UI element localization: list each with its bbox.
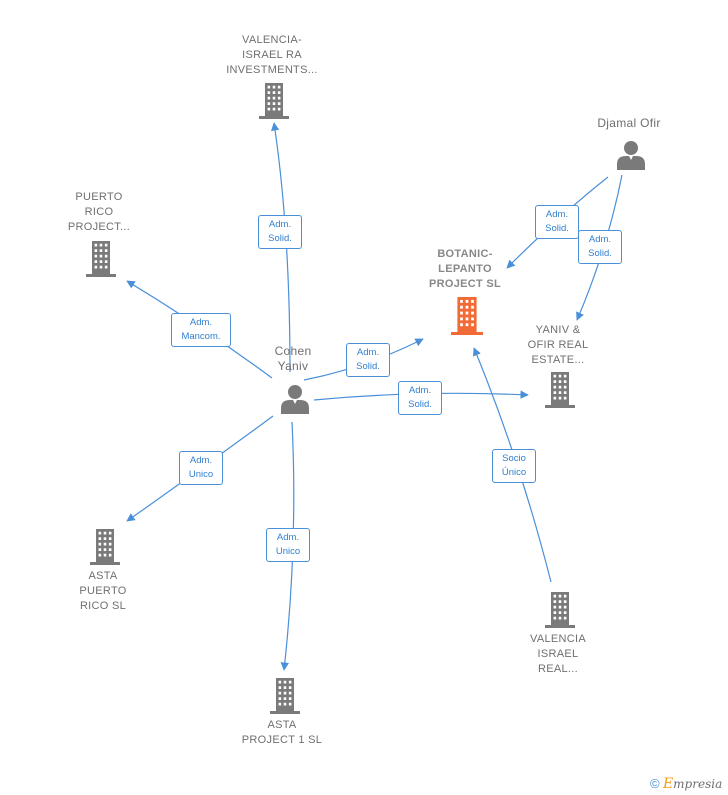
node-label-valencia-israel-ra: VALENCIA- ISRAEL RA INVESTMENTS... (226, 34, 318, 76)
edge-label-cohen-asta-project[interactable]: Adm. Unico (266, 528, 310, 562)
building-icon (86, 241, 116, 277)
edge-label-cohen-puerto-rico[interactable]: Adm. Mancom. (171, 313, 231, 347)
node-label-asta-project: ASTA PROJECT 1 SL (241, 719, 323, 746)
building-icon (259, 83, 289, 119)
edge-label-cohen-asta-puerto[interactable]: Adm. Unico (179, 451, 223, 485)
edge-label-djamal-yaniv-ofir[interactable]: Adm. Solid. (578, 230, 622, 264)
empresia-logo: © Empresia (650, 776, 722, 792)
person-icon (617, 141, 645, 170)
edge-label-valencia-real-botanic[interactable]: Socio Único (492, 449, 536, 483)
person-icon (281, 385, 309, 414)
building-icon (451, 297, 483, 335)
edge-label-cohen-botanic[interactable]: Adm. Solid. (346, 343, 390, 377)
building-icon (545, 592, 575, 628)
node-label-puerto-rico: PUERTO RICO PROJECT... (67, 191, 131, 233)
building-icon (270, 678, 300, 714)
node-label-asta-puerto-rico: ASTA PUERTO RICO SL (79, 570, 127, 612)
brand-name: mpresia (673, 777, 723, 791)
node-label-valencia-israel-real: VALENCIA ISRAEL REAL... (530, 633, 586, 675)
brand-initial: E (662, 776, 674, 792)
edge-label-cohen-valencia-ra[interactable]: Adm. Solid. (258, 215, 302, 249)
building-icon (545, 372, 575, 408)
building-icon (90, 529, 120, 565)
edge-label-djamal-botanic[interactable]: Adm. Solid. (535, 205, 579, 239)
node-label-cohen-yaniv: Cohen Yaniv (274, 344, 312, 373)
node-label-yaniv-ofir: YANIV & OFIR REAL ESTATE... (527, 324, 589, 366)
edge-label-cohen-yaniv-ofir[interactable]: Adm. Solid. (398, 381, 442, 415)
copyright-icon: © (650, 776, 660, 791)
node-label-djamal-ofir: Djamal Ofir (597, 116, 661, 130)
node-label-botanic-lepanto: BOTANIC- LEPANTO PROJECT SL (428, 248, 502, 290)
